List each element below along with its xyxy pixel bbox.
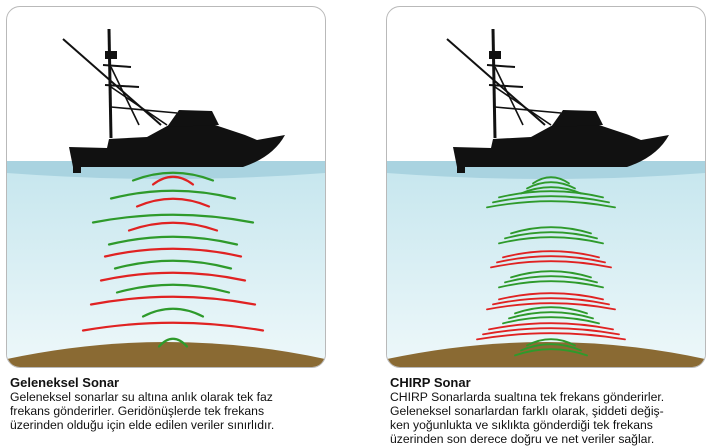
sonar-wave-arc [514, 348, 588, 357]
sonar-wave-arc [109, 189, 237, 200]
sonar-wave-arc [504, 275, 598, 284]
sonar-wave-arc [113, 259, 233, 270]
sonar-wave-arc [498, 236, 604, 245]
sonar-wave-arc [476, 332, 626, 341]
caption-line: üzerinden olduğu için elde edilen verile… [10, 418, 275, 432]
sonar-wave-arc [520, 186, 582, 195]
sonar-wave-arc [115, 283, 231, 294]
sonar-wave-arc [488, 322, 614, 331]
boat-icon [446, 28, 669, 173]
sonar-wave-arc [107, 235, 239, 246]
sonar-wave-arc [492, 195, 610, 204]
sonar-wave-arc [127, 221, 219, 232]
caption-line: ken yoğunlukta ve sıklıkta gönderdiği te… [390, 418, 653, 432]
sonar-wave-arc [99, 271, 247, 282]
traditional-sonar-illustration [6, 6, 326, 368]
sonar-wave-arc [135, 197, 211, 208]
sonar-wave-arc [89, 295, 257, 306]
sonar-wave-arc [520, 343, 582, 352]
sonar-wave-arc [141, 307, 205, 318]
sonar-wave-arc [526, 338, 576, 347]
sonar-wave-arc [103, 247, 243, 258]
sonar-wave-arc [131, 171, 215, 182]
boat-icon [62, 28, 285, 173]
sonar-wave-arc [91, 213, 255, 224]
caption-line: Geleneksel sonarlardan farklı olarak, şi… [390, 404, 664, 418]
sonar-wave-arc [514, 306, 588, 315]
traditional-sonar-title: Geleneksel Sonar [10, 375, 120, 390]
sonar-wave-arc [486, 302, 616, 311]
sonar-wave-arc [486, 200, 616, 209]
sonar-wave-arc [502, 316, 600, 325]
sonar-wave-arc [490, 260, 612, 269]
sonar-wave-arc [510, 226, 592, 235]
caption-line: Geleneksel sonarlar su altına anlık olar… [10, 390, 273, 404]
water [7, 167, 325, 367]
sonar-wave-arc [532, 176, 570, 185]
sonar-wave-arc [498, 280, 604, 289]
sonar-wave-arc [526, 181, 576, 190]
chirp-sonar-scene [387, 28, 705, 367]
sonar-wave-arc [498, 292, 604, 301]
caption-line: üzerinden son derece doğru ve net verile… [390, 432, 655, 446]
chirp-sonar-title: CHIRP Sonar [390, 375, 471, 390]
sonar-wave-arc [508, 311, 594, 320]
chirp-sonar-caption: CHIRP Sonar CHIRP Sonarlarda sualtına te… [390, 376, 708, 446]
seabed [7, 342, 325, 367]
caption-line: frekans gönderirler. Geridönüşlerde tek … [10, 404, 265, 418]
sonar-wave-arc [157, 337, 189, 348]
sonar-wave-arc [498, 190, 604, 199]
traditional-sonar-caption: Geleneksel Sonar Geleneksel sonarlar su … [10, 375, 340, 433]
sonar-wave-arc [510, 270, 592, 279]
sonar-wave-arc [492, 297, 610, 306]
seabed [387, 342, 705, 367]
sonar-wave-arc [496, 255, 606, 264]
sonar-waves [476, 176, 626, 357]
chirp-sonar-illustration [386, 6, 706, 368]
sonar-waves [81, 171, 265, 348]
sonar-wave-arc [81, 321, 265, 332]
caption-line: CHIRP Sonarlarda sualtına tek frekans gö… [390, 390, 665, 404]
sonar-wave-arc [504, 231, 598, 240]
traditional-sonar-scene [7, 28, 325, 367]
sonar-wave-arc [482, 327, 620, 336]
sonar-wave-arc [151, 175, 195, 186]
sonar-wave-arc [502, 250, 600, 259]
